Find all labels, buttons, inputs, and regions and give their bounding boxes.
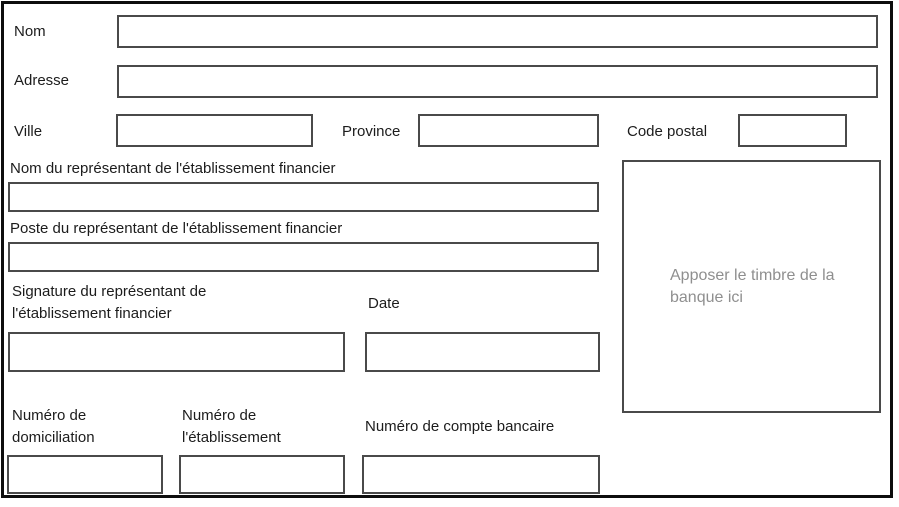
date-label: Date [368,295,400,312]
nom-representant-input[interactable] [8,182,599,212]
numero-domiciliation-input[interactable] [7,455,163,494]
numero-compte-bancaire-input[interactable] [362,455,600,494]
nom-label: Nom [14,23,46,40]
numero-compte-bancaire-label: Numéro de compte bancaire [365,418,555,435]
nom-input[interactable] [117,15,878,48]
ville-input[interactable] [116,114,313,147]
nom-representant-label: Nom du représentant de l'établissement f… [10,160,336,177]
numero-etablissement-label: Numéro de l'établissement [182,407,281,446]
bank-stamp-placeholder: Apposer le timbre de la banque ici [670,266,835,306]
province-input[interactable] [418,114,599,147]
code-postal-input[interactable] [738,114,847,147]
poste-representant-label: Poste du représentant de l'établissement… [10,220,343,237]
code-postal-label: Code postal [627,123,708,140]
signature-representant-label: Signature du représentant de l'établisse… [12,283,207,322]
bank-stamp-box[interactable]: Apposer le timbre de la banque ici [622,160,881,413]
signature-representant-input[interactable] [8,332,345,372]
numero-domiciliation-label: Numéro de domiciliation [12,407,95,446]
adresse-input[interactable] [117,65,878,98]
poste-representant-input[interactable] [8,242,599,272]
date-input[interactable] [365,332,600,372]
province-label: Province [342,123,401,140]
adresse-label: Adresse [14,72,70,89]
numero-etablissement-input[interactable] [179,455,345,494]
ville-label: Ville [14,123,43,140]
